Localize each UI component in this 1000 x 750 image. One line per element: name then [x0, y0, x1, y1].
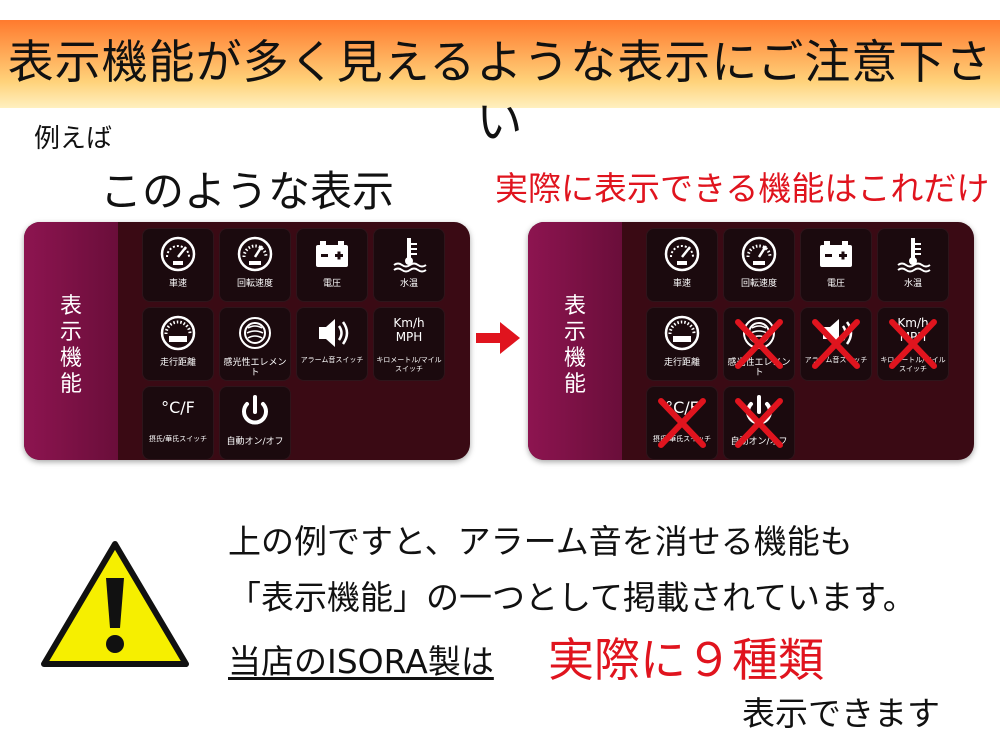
message-line-1: 上の例ですと、アラーム音を消せる機能も — [228, 522, 853, 561]
display-panel-actual: 表示機能 車速 回転速度 電圧 水温走行距離 感光性エレメント アラーム音スイッチ Km/h… — [528, 222, 974, 460]
panel-side-bar — [24, 222, 118, 460]
warning-icon — [41, 541, 189, 667]
feature-tile: 回転速度 — [219, 228, 291, 302]
sensor-icon — [239, 317, 271, 349]
banner-title: 表示機能が多く見えるような表示にご注意下さい — [7, 35, 993, 149]
tile-caption: 回転速度 — [236, 279, 273, 289]
feature-tile: 車速 — [646, 228, 718, 302]
message-store: 当店のISORA製は — [228, 642, 494, 681]
title-banner — [0, 20, 1000, 108]
speedometer-icon — [160, 236, 196, 272]
cross-out-icon — [658, 398, 706, 448]
tachometer-icon — [741, 236, 777, 272]
feature-tile: アラーム音スイッチ — [296, 307, 368, 381]
odometer-icon — [160, 315, 196, 351]
battery-icon — [316, 241, 348, 267]
tile-caption: 摂氏/華氏スイッチ — [148, 435, 208, 443]
label-display-like-this: このような表示 — [100, 167, 395, 216]
tile-caption: 電圧 — [322, 279, 341, 289]
feature-tile: 水温 — [373, 228, 445, 302]
message-can-display: 表示できます — [742, 694, 940, 733]
tile-caption: 感光性エレメント — [223, 358, 287, 378]
cross-out-icon — [735, 319, 783, 369]
tile-glyph-text: Km/h MPH — [393, 316, 425, 344]
feature-tile: 感光性エレメント — [219, 307, 291, 381]
arrow-right-icon — [476, 322, 520, 354]
tile-caption: 電圧 — [826, 279, 845, 289]
tile-caption: キロメートル/マイルスイッチ — [880, 356, 946, 373]
tile-caption: 水温 — [399, 279, 418, 289]
coolant-temp-icon — [897, 238, 931, 273]
feature-tile: 走行距離 — [142, 307, 214, 381]
feature-tile: 回転速度 — [723, 228, 795, 302]
speedometer-icon — [664, 236, 700, 272]
message-line-2: 「表示機能」の一つとして掲載されています。 — [228, 578, 916, 617]
cross-out-icon — [812, 319, 860, 369]
tile-caption: 自動オン/オフ — [730, 437, 788, 447]
cross-out-icon — [735, 398, 783, 448]
feature-tile: 自動オン/オフ — [219, 386, 291, 460]
cross-out-icon — [889, 319, 937, 369]
feature-tile: 感光性エレメント — [723, 307, 795, 381]
tile-caption: 走行距離 — [159, 358, 196, 368]
odometer-icon — [664, 315, 700, 351]
feature-tile: 自動オン/オフ — [723, 386, 795, 460]
tile-glyph-text: °C/F — [161, 398, 195, 417]
tile-caption: 自動オン/オフ — [226, 437, 284, 447]
feature-tile: 水温 — [877, 228, 949, 302]
feature-tile: 走行距離 — [646, 307, 718, 381]
tile-caption: 走行距離 — [663, 358, 700, 368]
message-actual-nine: 実際に９種類 — [548, 633, 824, 687]
tile-caption: キロメートル/マイルスイッチ — [376, 356, 442, 373]
label-example: 例えば — [34, 124, 113, 154]
tile-caption: 車速 — [672, 279, 691, 289]
label-actual-only: 実際に表示できる機能はこれだけ — [495, 169, 990, 208]
panel-side-bar — [528, 222, 622, 460]
coolant-temp-icon — [393, 238, 427, 273]
panel-side-label: 表示機能 — [563, 294, 586, 397]
tile-caption: 摂氏/華氏スイッチ — [652, 435, 712, 443]
tile-caption: アラーム音スイッチ — [804, 356, 868, 364]
battery-icon — [820, 241, 852, 267]
display-panel-advertised: 表示機能 車速 回転速度 電圧 水温走行距離 感光性エレメント アラーム音スイッチ Km/h… — [24, 222, 470, 460]
tile-caption: 回転速度 — [740, 279, 777, 289]
speaker-icon — [319, 319, 349, 347]
panel-side-label: 表示機能 — [59, 294, 82, 397]
feature-tile: °C/F 摂氏/華氏スイッチ — [142, 386, 214, 460]
tile-caption: アラーム音スイッチ — [300, 356, 364, 364]
feature-tile: 車速 — [142, 228, 214, 302]
feature-tile: 電圧 — [296, 228, 368, 302]
tile-caption: 水温 — [903, 279, 922, 289]
feature-tile: 電圧 — [800, 228, 872, 302]
tile-caption: 感光性エレメント — [727, 358, 791, 378]
tachometer-icon — [237, 236, 273, 272]
feature-tile: アラーム音スイッチ — [800, 307, 872, 381]
power-icon — [242, 395, 268, 425]
feature-tile: Km/h MPH キロメートル/マイルスイッチ — [373, 307, 445, 381]
tile-caption: 車速 — [168, 279, 187, 289]
